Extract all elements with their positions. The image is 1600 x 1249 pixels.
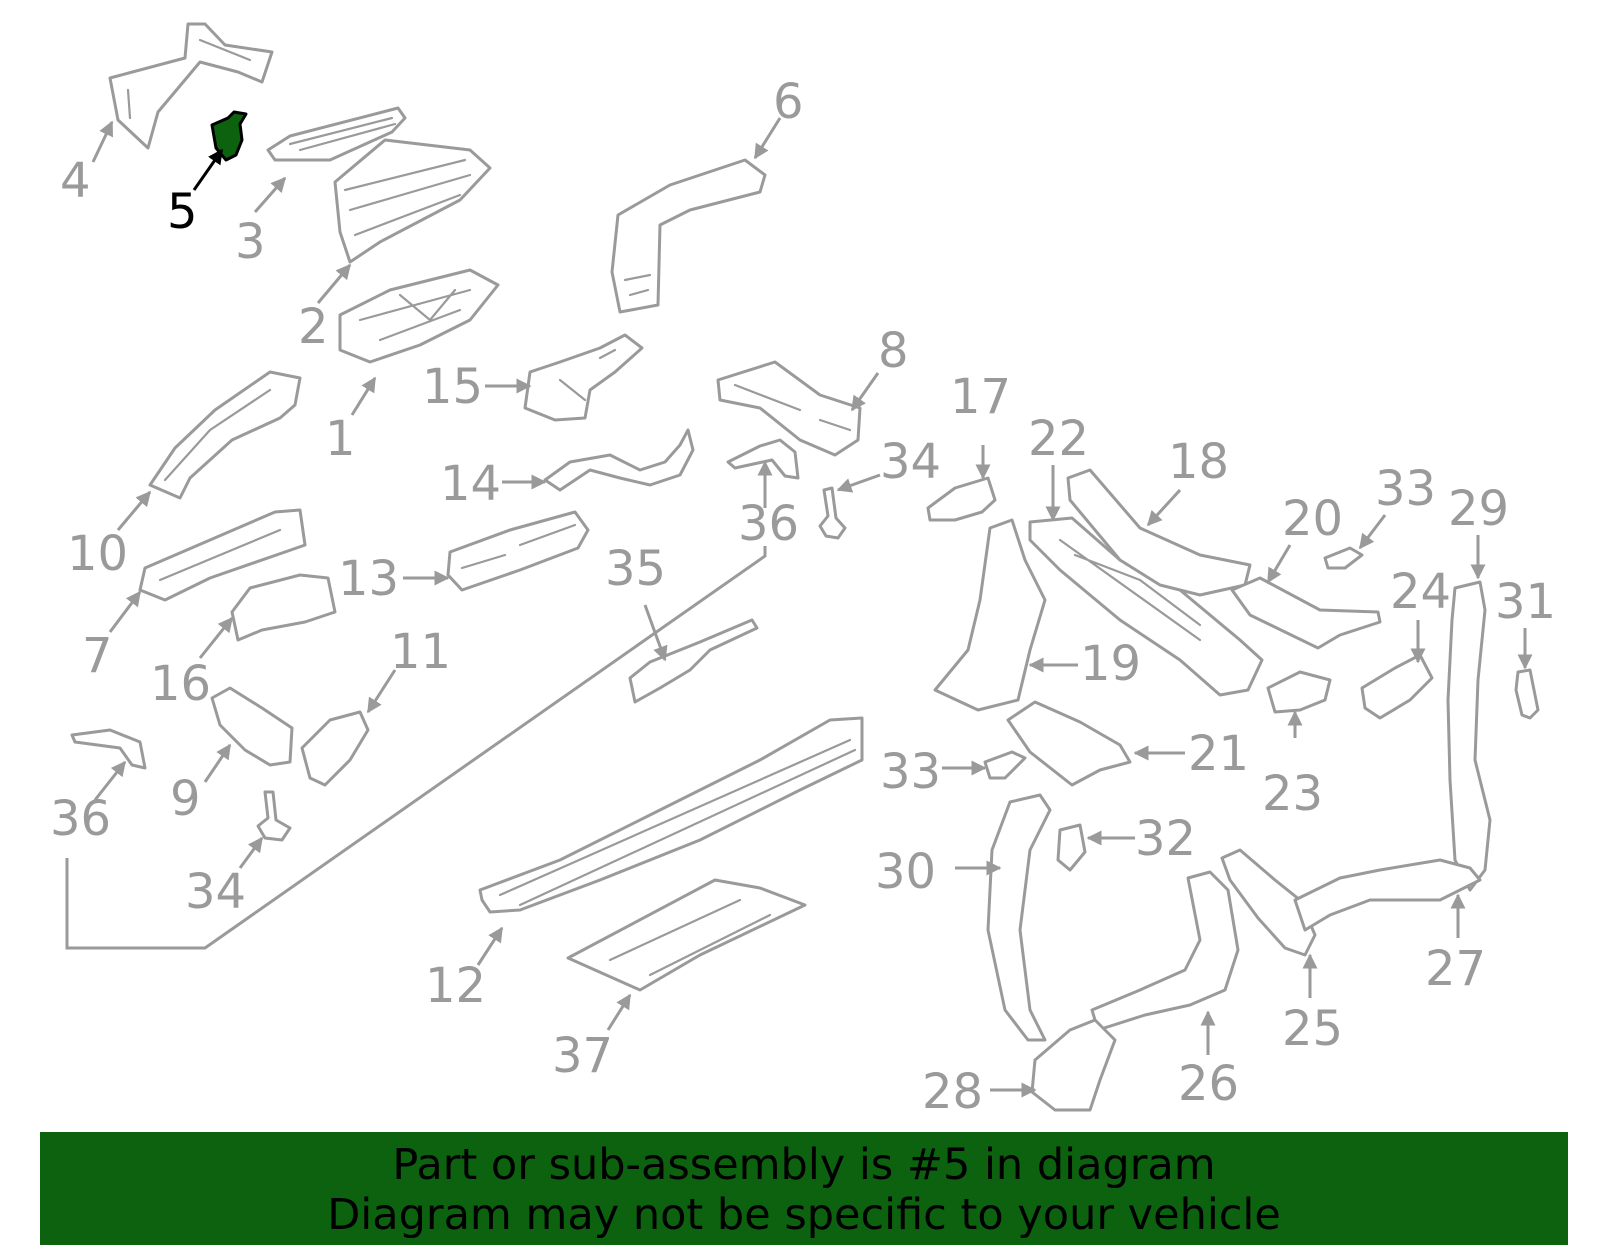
part-37-floor-plate — [566, 878, 807, 992]
part-4-duct-bracket — [108, 22, 274, 150]
callout-2: 2 — [298, 299, 329, 355]
callout-9: 9 — [170, 771, 201, 827]
part-26-duct — [1090, 870, 1240, 1032]
callout-22: 22 — [1028, 411, 1089, 467]
leader-lines — [65, 117, 1533, 1098]
part-31-clip — [1514, 668, 1540, 720]
part-27-rear-duct — [1293, 858, 1482, 932]
callout-7: 7 — [82, 628, 113, 684]
callout-27: 27 — [1425, 941, 1486, 997]
callout-20: 20 — [1282, 491, 1343, 547]
callout-34-lower: 34 — [185, 864, 246, 920]
part-13-vent — [446, 510, 590, 592]
callout-4: 4 — [60, 153, 91, 209]
callout-18: 18 — [1168, 434, 1229, 490]
callout-6: 6 — [773, 74, 804, 130]
part-34-fastener-upper — [818, 486, 847, 540]
callout-34-upper: 34 — [880, 434, 941, 490]
callout-8: 8 — [878, 323, 909, 379]
callout-17: 17 — [950, 369, 1011, 425]
part-33-clip-upper — [1323, 546, 1364, 570]
part-11-outlet — [300, 710, 370, 787]
part-35-bar — [628, 618, 759, 704]
callout-36-lower: 36 — [50, 791, 111, 847]
callout-31: 31 — [1495, 574, 1556, 630]
part-36-bracket-lower — [70, 728, 147, 770]
callout-1: 1 — [325, 411, 356, 467]
part-7-duct — [138, 508, 307, 602]
callout-23: 23 — [1262, 766, 1323, 822]
callout-30: 30 — [875, 844, 936, 900]
callout-35: 35 — [605, 541, 666, 597]
part-19-vertical-duct — [933, 518, 1047, 712]
part-1-vent-panel — [338, 268, 500, 364]
part-3-grille — [266, 106, 407, 162]
part-5-clip — [210, 110, 248, 162]
callout-24: 24 — [1390, 564, 1451, 620]
part-28-duct-end — [1030, 1018, 1117, 1112]
part-6-front-duct — [610, 158, 767, 314]
callout-16: 16 — [150, 656, 211, 712]
callout-3: 3 — [235, 214, 266, 270]
part-24-bracket — [1360, 653, 1434, 720]
part-16-duct — [230, 573, 337, 642]
callout-14: 14 — [440, 456, 501, 512]
callout-32: 32 — [1135, 811, 1196, 867]
banner-line-disclaimer: Diagram may not be specific to your vehi… — [327, 1190, 1281, 1240]
part-14-hose — [543, 428, 695, 492]
callout-5: 5 — [167, 184, 198, 240]
callout-13: 13 — [338, 551, 399, 607]
part-17-connector — [926, 476, 997, 522]
part-34-fastener-lower — [256, 790, 292, 842]
callout-12: 12 — [425, 958, 486, 1014]
part-36-bracket-upper — [726, 438, 800, 480]
part-2-vent-housing — [333, 138, 492, 264]
part-15-actuator — [523, 333, 644, 422]
callout-11: 11 — [390, 624, 451, 680]
callout-15: 15 — [422, 359, 483, 415]
part-20-floor-duct — [1230, 576, 1382, 650]
callout-labels: 1 2 3 4 5 6 7 8 9 10 11 12 13 14 15 16 1… — [50, 74, 1556, 1120]
callout-33-lower: 33 — [880, 744, 941, 800]
part-8-duct — [716, 360, 862, 457]
part-10-side-duct — [148, 370, 302, 500]
part-12-floor-rail — [478, 716, 864, 914]
callout-36-upper: 36 — [738, 496, 799, 552]
callout-28: 28 — [922, 1064, 983, 1120]
callout-25: 25 — [1282, 1001, 1343, 1057]
callout-29: 29 — [1448, 481, 1509, 537]
part-21-duct — [1006, 700, 1132, 787]
part-25-duct — [1220, 848, 1317, 957]
callout-37: 37 — [552, 1028, 613, 1084]
part-23-bracket — [1266, 670, 1332, 714]
part-33-clip-lower — [983, 750, 1027, 780]
callout-33-upper: 33 — [1375, 461, 1436, 517]
callout-19: 19 — [1080, 636, 1141, 692]
part-32-clip — [1056, 823, 1087, 872]
banner-line-part: Part or sub-assembly is #5 in diagram — [392, 1140, 1216, 1190]
part-30-vertical-duct — [986, 793, 1052, 1042]
callout-10: 10 — [67, 526, 128, 582]
callout-26: 26 — [1178, 1056, 1239, 1112]
part-29-rear-duct — [1446, 580, 1492, 892]
info-banner: Part or sub-assembly is #5 in diagram Di… — [40, 1132, 1568, 1245]
part-9-elbow-duct — [210, 686, 294, 767]
callout-21: 21 — [1188, 726, 1249, 782]
